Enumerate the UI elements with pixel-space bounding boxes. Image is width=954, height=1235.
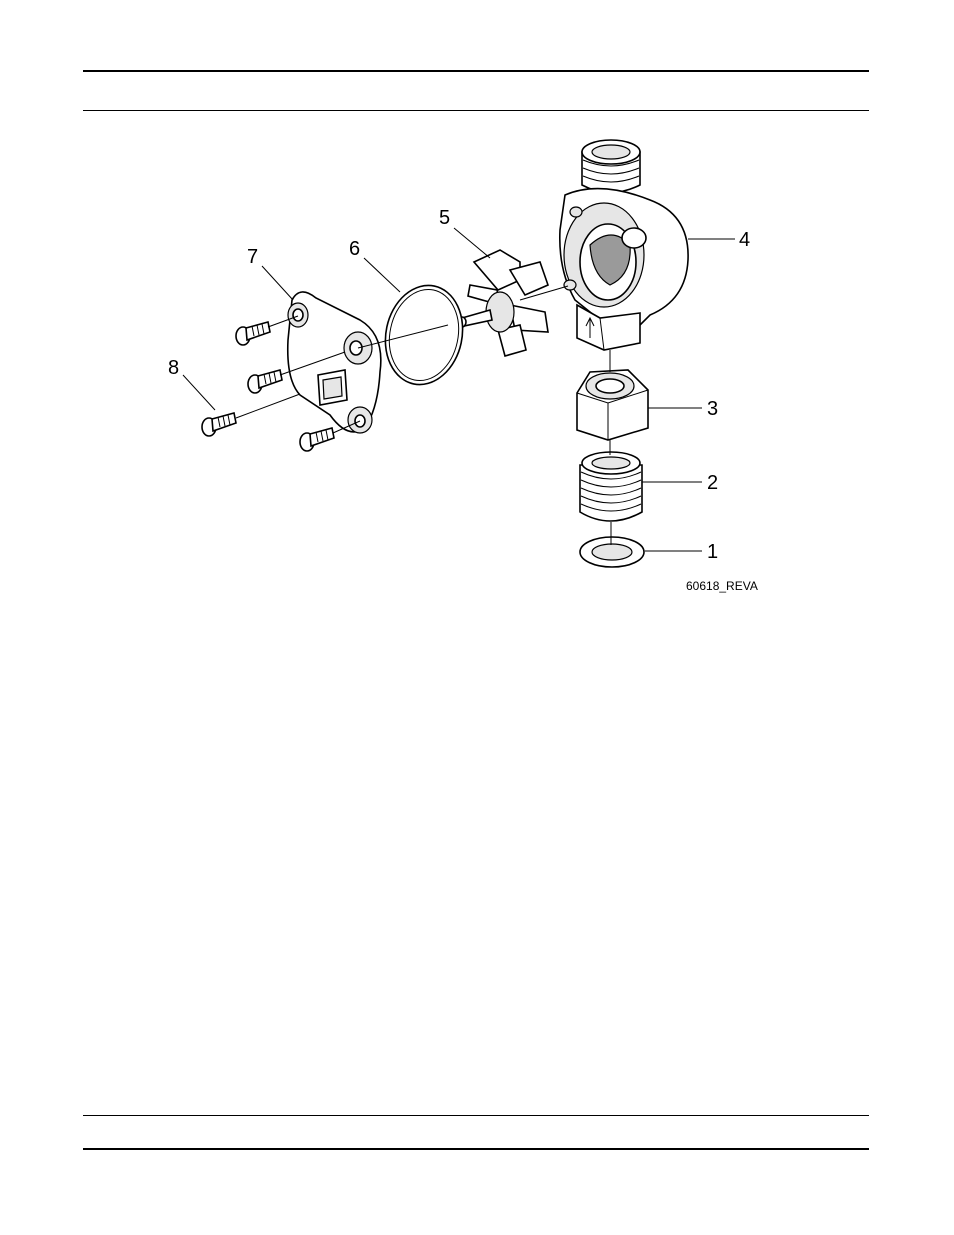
screw-3 [202,413,236,436]
callout-4: 4 [739,229,750,251]
callout-2: 2 [707,472,718,494]
callout-7: 7 [247,246,258,268]
callout-5: 5 [439,207,450,229]
callout-1: 1 [707,541,718,563]
callout-8: 8 [168,357,179,379]
screw-1 [236,322,270,345]
threaded-insert-part [580,452,642,521]
cover-plate-part [288,292,381,433]
callout-3: 3 [707,398,718,420]
screw-4 [300,428,334,451]
impeller-part [458,250,548,356]
figure-id: 60618_REVA [686,579,758,593]
callout-6: 6 [349,238,360,260]
pump-housing-part [560,140,688,350]
hex-nut-part [577,370,648,440]
o-ring-part [376,278,471,392]
washer-part [580,537,644,567]
screw-2 [248,370,282,393]
